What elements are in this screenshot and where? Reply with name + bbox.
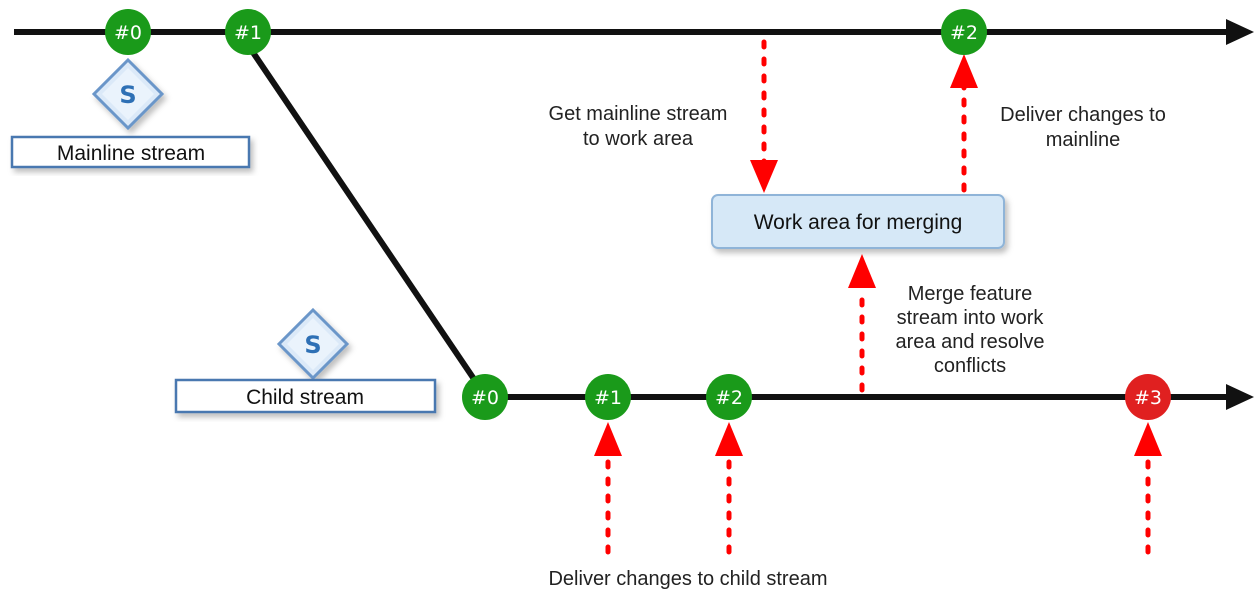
svg-text:#2: #2 <box>715 387 743 409</box>
branch-line <box>247 46 479 384</box>
deliver-child-2-arrow <box>715 422 743 555</box>
svg-text:#0: #0 <box>114 22 142 44</box>
mainline-node-0-circle <box>105 9 151 55</box>
deliver-mainline-arrow <box>950 54 978 193</box>
svg-text:Mainline stream: Mainline stream <box>57 142 205 165</box>
svg-text:Work area for merging: Work area for merging <box>754 211 963 234</box>
svg-text:Child stream: Child stream <box>246 386 364 409</box>
get-mainline-annotation: Get mainline stream to work area <box>549 103 728 150</box>
child-node-0: #0 <box>462 374 508 420</box>
svg-text:area and resolve: area and resolve <box>896 331 1045 353</box>
child-node-1: #1 <box>585 374 631 420</box>
svg-text:#1: #1 <box>594 387 622 409</box>
svg-text:#1: #1 <box>234 22 262 44</box>
svg-text:Deliver changes to: Deliver changes to <box>1000 104 1166 126</box>
mainline-node-1-circle <box>225 9 271 55</box>
svg-text:#2: #2 <box>950 22 978 44</box>
work-area-box: Work area for merging <box>711 194 1005 249</box>
deliver-mainline-annotation: Deliver changes to mainline <box>1000 104 1166 151</box>
svg-text:to work area: to work area <box>583 128 694 150</box>
mainline-arrowhead <box>1226 19 1254 45</box>
child-stream-icon: S <box>276 307 350 381</box>
svg-text:#0: #0 <box>471 387 499 409</box>
mainline-stream-label: Mainline stream <box>10 135 251 169</box>
child-node-1-circle <box>585 374 631 420</box>
mainline-node-0: #0 <box>105 9 151 55</box>
merge-feature-annotation: Merge feature stream into work area and … <box>896 283 1045 377</box>
mainline-node-2: #2 <box>941 9 987 55</box>
svg-text:Get mainline stream: Get mainline stream <box>549 103 728 125</box>
svg-text:S: S <box>119 81 136 109</box>
child-arrowhead <box>1226 384 1254 410</box>
merge-feature-arrow <box>848 254 876 393</box>
mainline-node-2-circle <box>941 9 987 55</box>
child-stream-label: Child stream <box>174 378 437 414</box>
deliver-child-annotation: Deliver changes to child stream <box>548 568 827 590</box>
svg-text:conflicts: conflicts <box>934 355 1006 377</box>
get-mainline-arrow <box>750 39 778 193</box>
deliver-child-3-arrow <box>1134 422 1162 555</box>
deliver-child-1-arrow <box>594 422 622 555</box>
mainline-node-1: #1 <box>225 9 271 55</box>
svg-text:stream into work: stream into work <box>897 307 1045 329</box>
child-node-0-circle <box>462 374 508 420</box>
svg-text:Merge feature: Merge feature <box>908 283 1033 305</box>
svg-text:mainline: mainline <box>1046 129 1120 151</box>
mainline-stream-icon: S <box>91 57 165 131</box>
child-node-3: #3 <box>1125 374 1171 420</box>
child-node-2: #2 <box>706 374 752 420</box>
svg-text:S: S <box>304 331 321 359</box>
child-node-3-circle <box>1125 374 1171 420</box>
child-node-2-circle <box>706 374 752 420</box>
svg-text:#3: #3 <box>1134 387 1162 409</box>
